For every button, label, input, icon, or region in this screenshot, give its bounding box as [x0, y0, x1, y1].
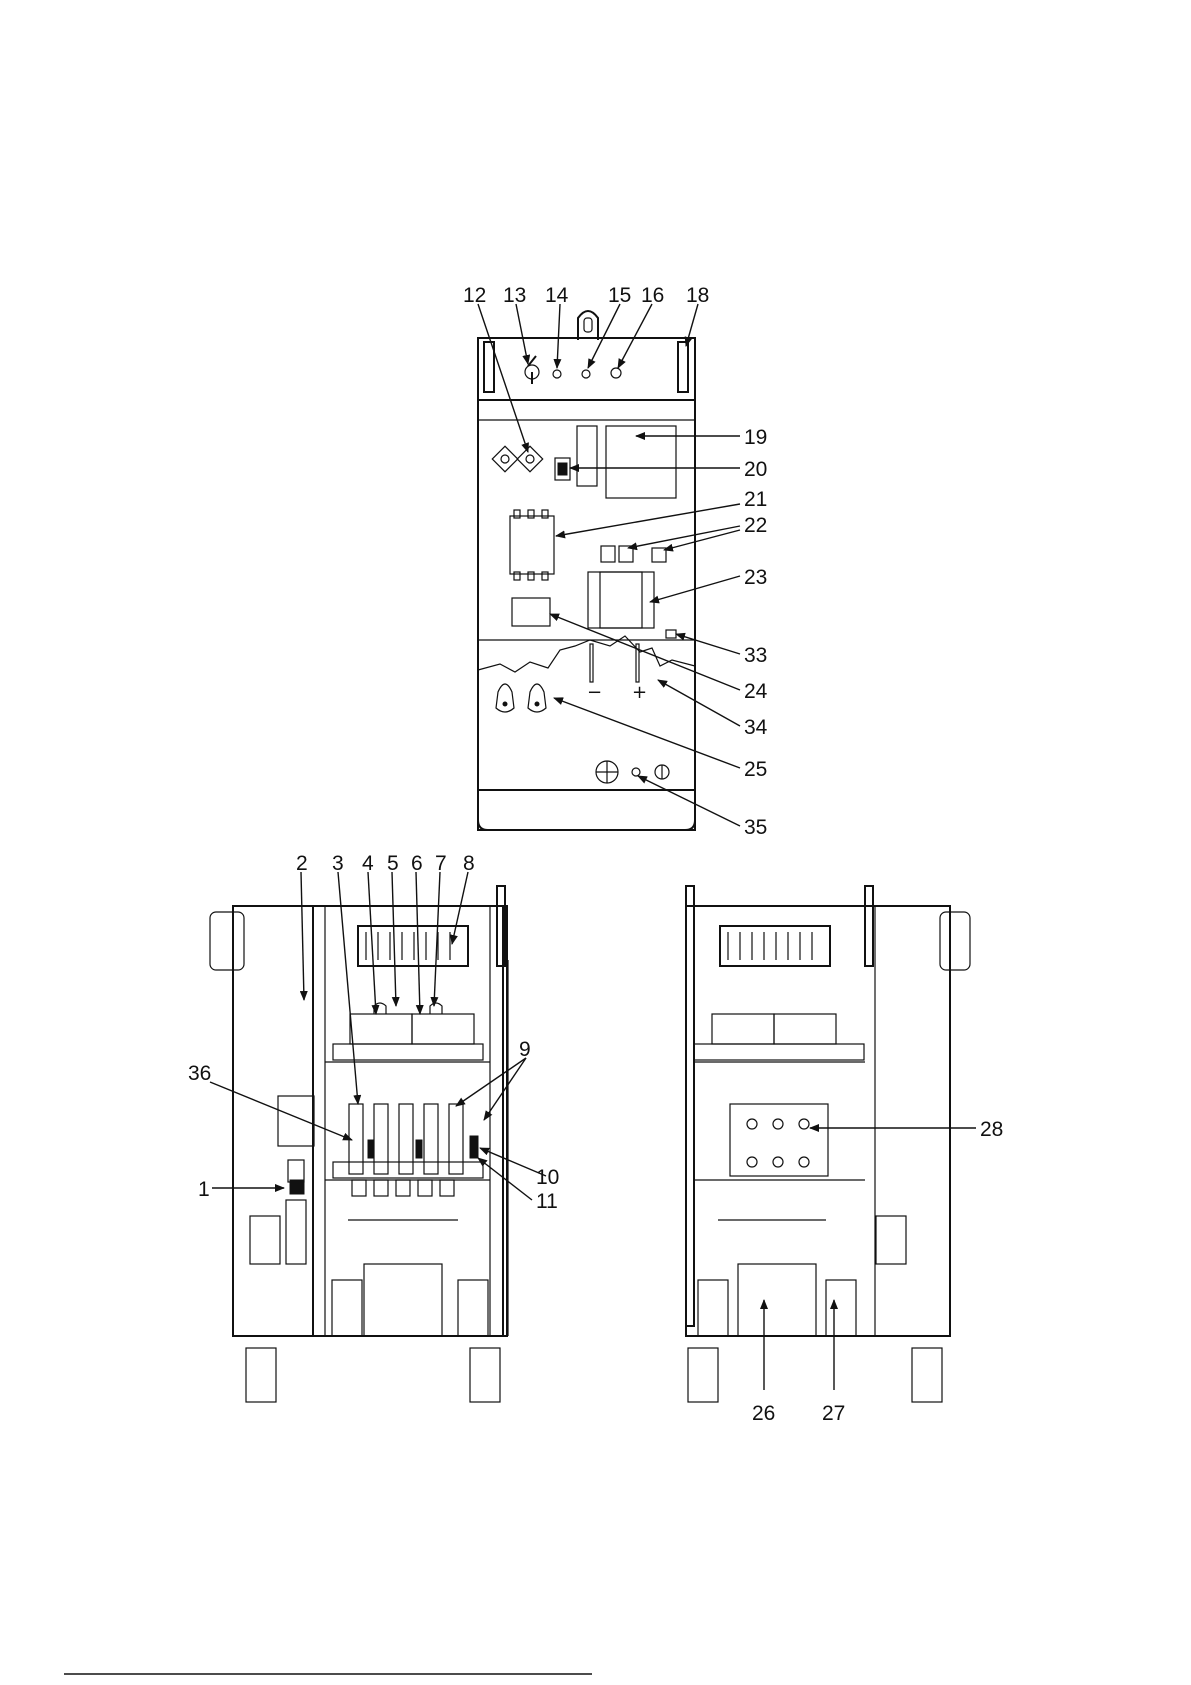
- callout-21: 21: [744, 488, 767, 511]
- callout-13: 13: [503, 284, 526, 307]
- callout-6: 6: [411, 852, 423, 875]
- callout-26: 26: [752, 1402, 775, 1425]
- callout-28: 28: [980, 1118, 1003, 1141]
- front-panel-view: [478, 311, 695, 830]
- right-interior-view: [686, 886, 970, 1402]
- callout-19: 19: [744, 426, 767, 449]
- callout-labels: 12 13 14 15 16 18 19 20 21 22 23 33 24 3…: [188, 284, 1003, 1425]
- callout-3: 3: [332, 852, 344, 875]
- callout-4: 4: [362, 852, 374, 875]
- callout-35: 35: [744, 816, 767, 839]
- callout-16: 16: [641, 284, 664, 307]
- callout-7: 7: [435, 852, 447, 875]
- callout-22: 22: [744, 514, 767, 537]
- callout-8: 8: [463, 852, 475, 875]
- callout-14: 14: [545, 284, 569, 307]
- callout-36: 36: [188, 1062, 211, 1085]
- callout-9: 9: [519, 1038, 531, 1061]
- minus-symbol: −: [587, 682, 602, 703]
- callout-27: 27: [822, 1402, 845, 1425]
- callout-5: 5: [387, 852, 399, 875]
- callout-18: 18: [686, 284, 709, 307]
- callout-15: 15: [608, 284, 631, 307]
- callout-20: 20: [744, 458, 767, 481]
- callout-33: 33: [744, 644, 767, 667]
- left-interior-view: [210, 886, 508, 1402]
- callout-10: 10: [536, 1166, 559, 1189]
- callout-24: 24: [744, 680, 768, 703]
- callout-2: 2: [296, 852, 308, 875]
- callout-1: 1: [198, 1178, 210, 1201]
- callout-25: 25: [744, 758, 767, 781]
- callout-23: 23: [744, 566, 767, 589]
- plus-symbol: +: [632, 682, 647, 703]
- callout-11: 11: [536, 1190, 558, 1213]
- callout-34: 34: [744, 716, 768, 739]
- callout-12: 12: [463, 284, 486, 307]
